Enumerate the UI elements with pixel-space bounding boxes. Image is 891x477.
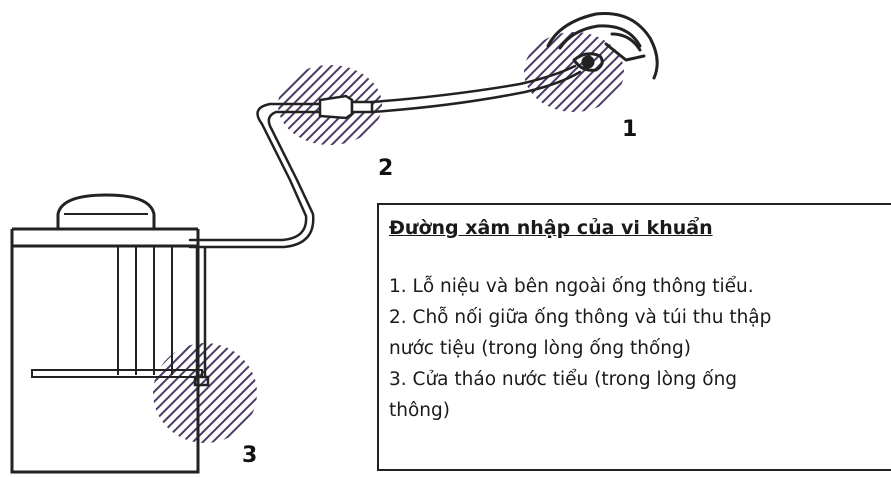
tube-connector-icon — [318, 94, 374, 120]
label-zone-2: 2 — [378, 156, 394, 181]
catheter-line — [370, 64, 582, 114]
legend-line-3: nước tiệu (trong lòng ống thống) — [389, 338, 691, 359]
label-zone-1: 1 — [622, 117, 638, 142]
legend-title: Đường xâm nhập của vi khuẩn — [389, 217, 713, 239]
label-zone-3: 3 — [242, 443, 258, 468]
drainage-tubing — [188, 102, 326, 249]
legend-line-4: 3. Cửa tháo nước tiểu (trong lòng ống — [389, 369, 738, 390]
catheter-tip-icon — [546, 12, 659, 80]
collection-bag-icon — [10, 193, 203, 474]
legend-line-2: 2. Chỗ nối giữa ống thông và túi thu thậ… — [389, 307, 772, 328]
drain-tube — [193, 246, 210, 387]
legend-line-1: 1. Lỗ niệu và bên ngoài ống thông tiểu. — [389, 276, 754, 297]
zone-1-hatch — [524, 32, 624, 112]
zone-3-hatch — [153, 343, 257, 443]
legend-box: Đường xâm nhập của vi khuẩn 1. Lỗ niệu v… — [377, 203, 891, 471]
legend-line-5: thông) — [389, 400, 450, 421]
